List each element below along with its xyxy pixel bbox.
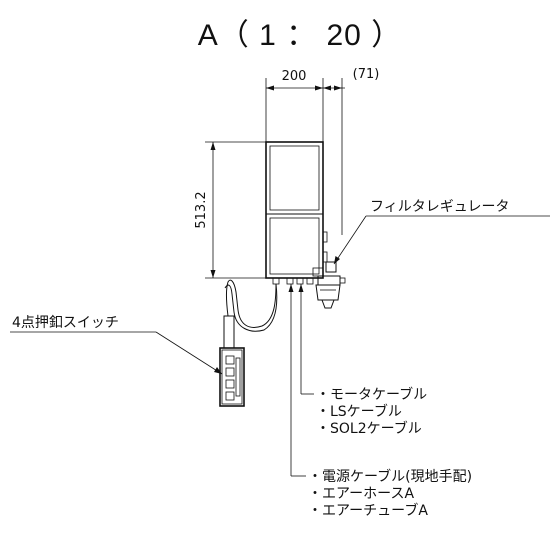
filter-regulator-leader: フィルタレギュレータ: [333, 199, 550, 265]
cable-leader-1: [298, 284, 314, 395]
view-title: A（ 1 ： 20 ）: [198, 19, 402, 52]
filter-regulator-label: フィルタレギュレータ: [370, 199, 509, 215]
height-value: 513.2: [194, 191, 209, 228]
push-button-label: 4点押釦スイッチ: [12, 314, 119, 331]
pendant-cable: [226, 279, 277, 328]
cable-label-sol2: ・SOL2ケーブル: [316, 420, 422, 437]
offset-value: (71): [353, 67, 380, 82]
control-cabinet: [265, 141, 328, 285]
push-button-leader: 4点押釦スイッチ: [10, 314, 223, 375]
filter-regulator: [312, 261, 346, 309]
cable-label-motor: ・モータケーブル: [316, 386, 427, 403]
cable-label-air-tube: ・エアーチューブA: [308, 502, 428, 519]
width-value: 200: [282, 69, 307, 84]
push-button-pendant: [219, 315, 245, 407]
cable-label-ls: ・LSケーブル: [316, 403, 402, 420]
width-dimension: 200 (71): [265, 67, 380, 235]
cable-label-power: ・電源ケーブル(現地手配): [308, 468, 472, 485]
height-dimension: 513.2: [194, 141, 268, 279]
cable-label-air-hose: ・エアーホースA: [308, 486, 414, 502]
cable-leader-2: [288, 284, 306, 477]
